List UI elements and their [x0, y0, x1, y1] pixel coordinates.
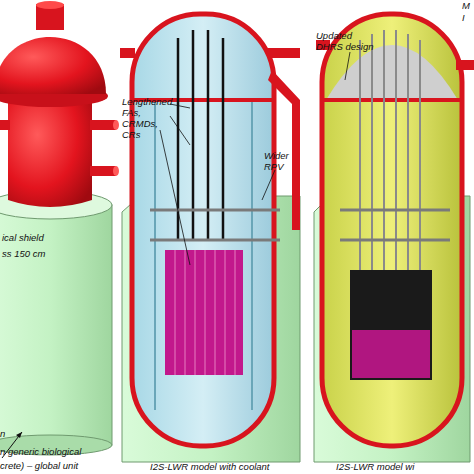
reactor-pressure-vessel [322, 14, 462, 446]
upper-head-internals [326, 45, 458, 100]
reactor-core [352, 330, 430, 378]
head-nozzle-top [36, 1, 64, 9]
side-nozzle [0, 120, 10, 130]
text-label: n [0, 428, 5, 439]
side-nozzle [90, 120, 116, 130]
side-nozzle-end [113, 120, 119, 130]
text-label: I2S-LWR model wi [336, 461, 414, 472]
text-label: I2S-LWR model with coolant [150, 461, 270, 472]
model-with-coolant [120, 14, 300, 462]
text-label: Wider RPV [264, 150, 300, 172]
text-label: ical shield [2, 232, 44, 243]
side-nozzle [90, 166, 116, 176]
global-unit [0, 1, 119, 458]
biological-shield [0, 205, 112, 445]
text-label: n generic biological [0, 446, 81, 457]
pipe [456, 60, 474, 70]
fuel-assemblies [175, 250, 235, 375]
side-nozzle-end [113, 166, 119, 176]
core-barrel [251, 102, 253, 410]
pipe [268, 48, 300, 58]
text-label: crete) – global unit [0, 460, 78, 471]
pipe [120, 48, 135, 58]
core-barrel [154, 102, 156, 410]
modified-model [314, 14, 474, 462]
control-rod-drives [360, 30, 420, 270]
leader-line [345, 52, 350, 80]
vessel-head [0, 37, 106, 94]
leader-lines [160, 104, 275, 265]
text-label: Lengthened FAs, CRMDs, CRs [122, 96, 174, 140]
text-label: M [462, 0, 470, 11]
vessel-body [8, 96, 92, 207]
support-bar [150, 209, 280, 212]
control-rods [350, 270, 432, 380]
vessel-flange [324, 98, 460, 102]
arrow-head [16, 432, 22, 438]
support-bar [150, 239, 280, 242]
support-bar [340, 209, 450, 212]
text-label: Updated DHRS design [316, 30, 376, 52]
reactor-pressure-vessel [132, 14, 274, 446]
text-label: ss 150 cm [2, 248, 45, 259]
text-label: I [462, 12, 465, 23]
reactor-core [165, 250, 243, 375]
support-bar [340, 239, 450, 242]
